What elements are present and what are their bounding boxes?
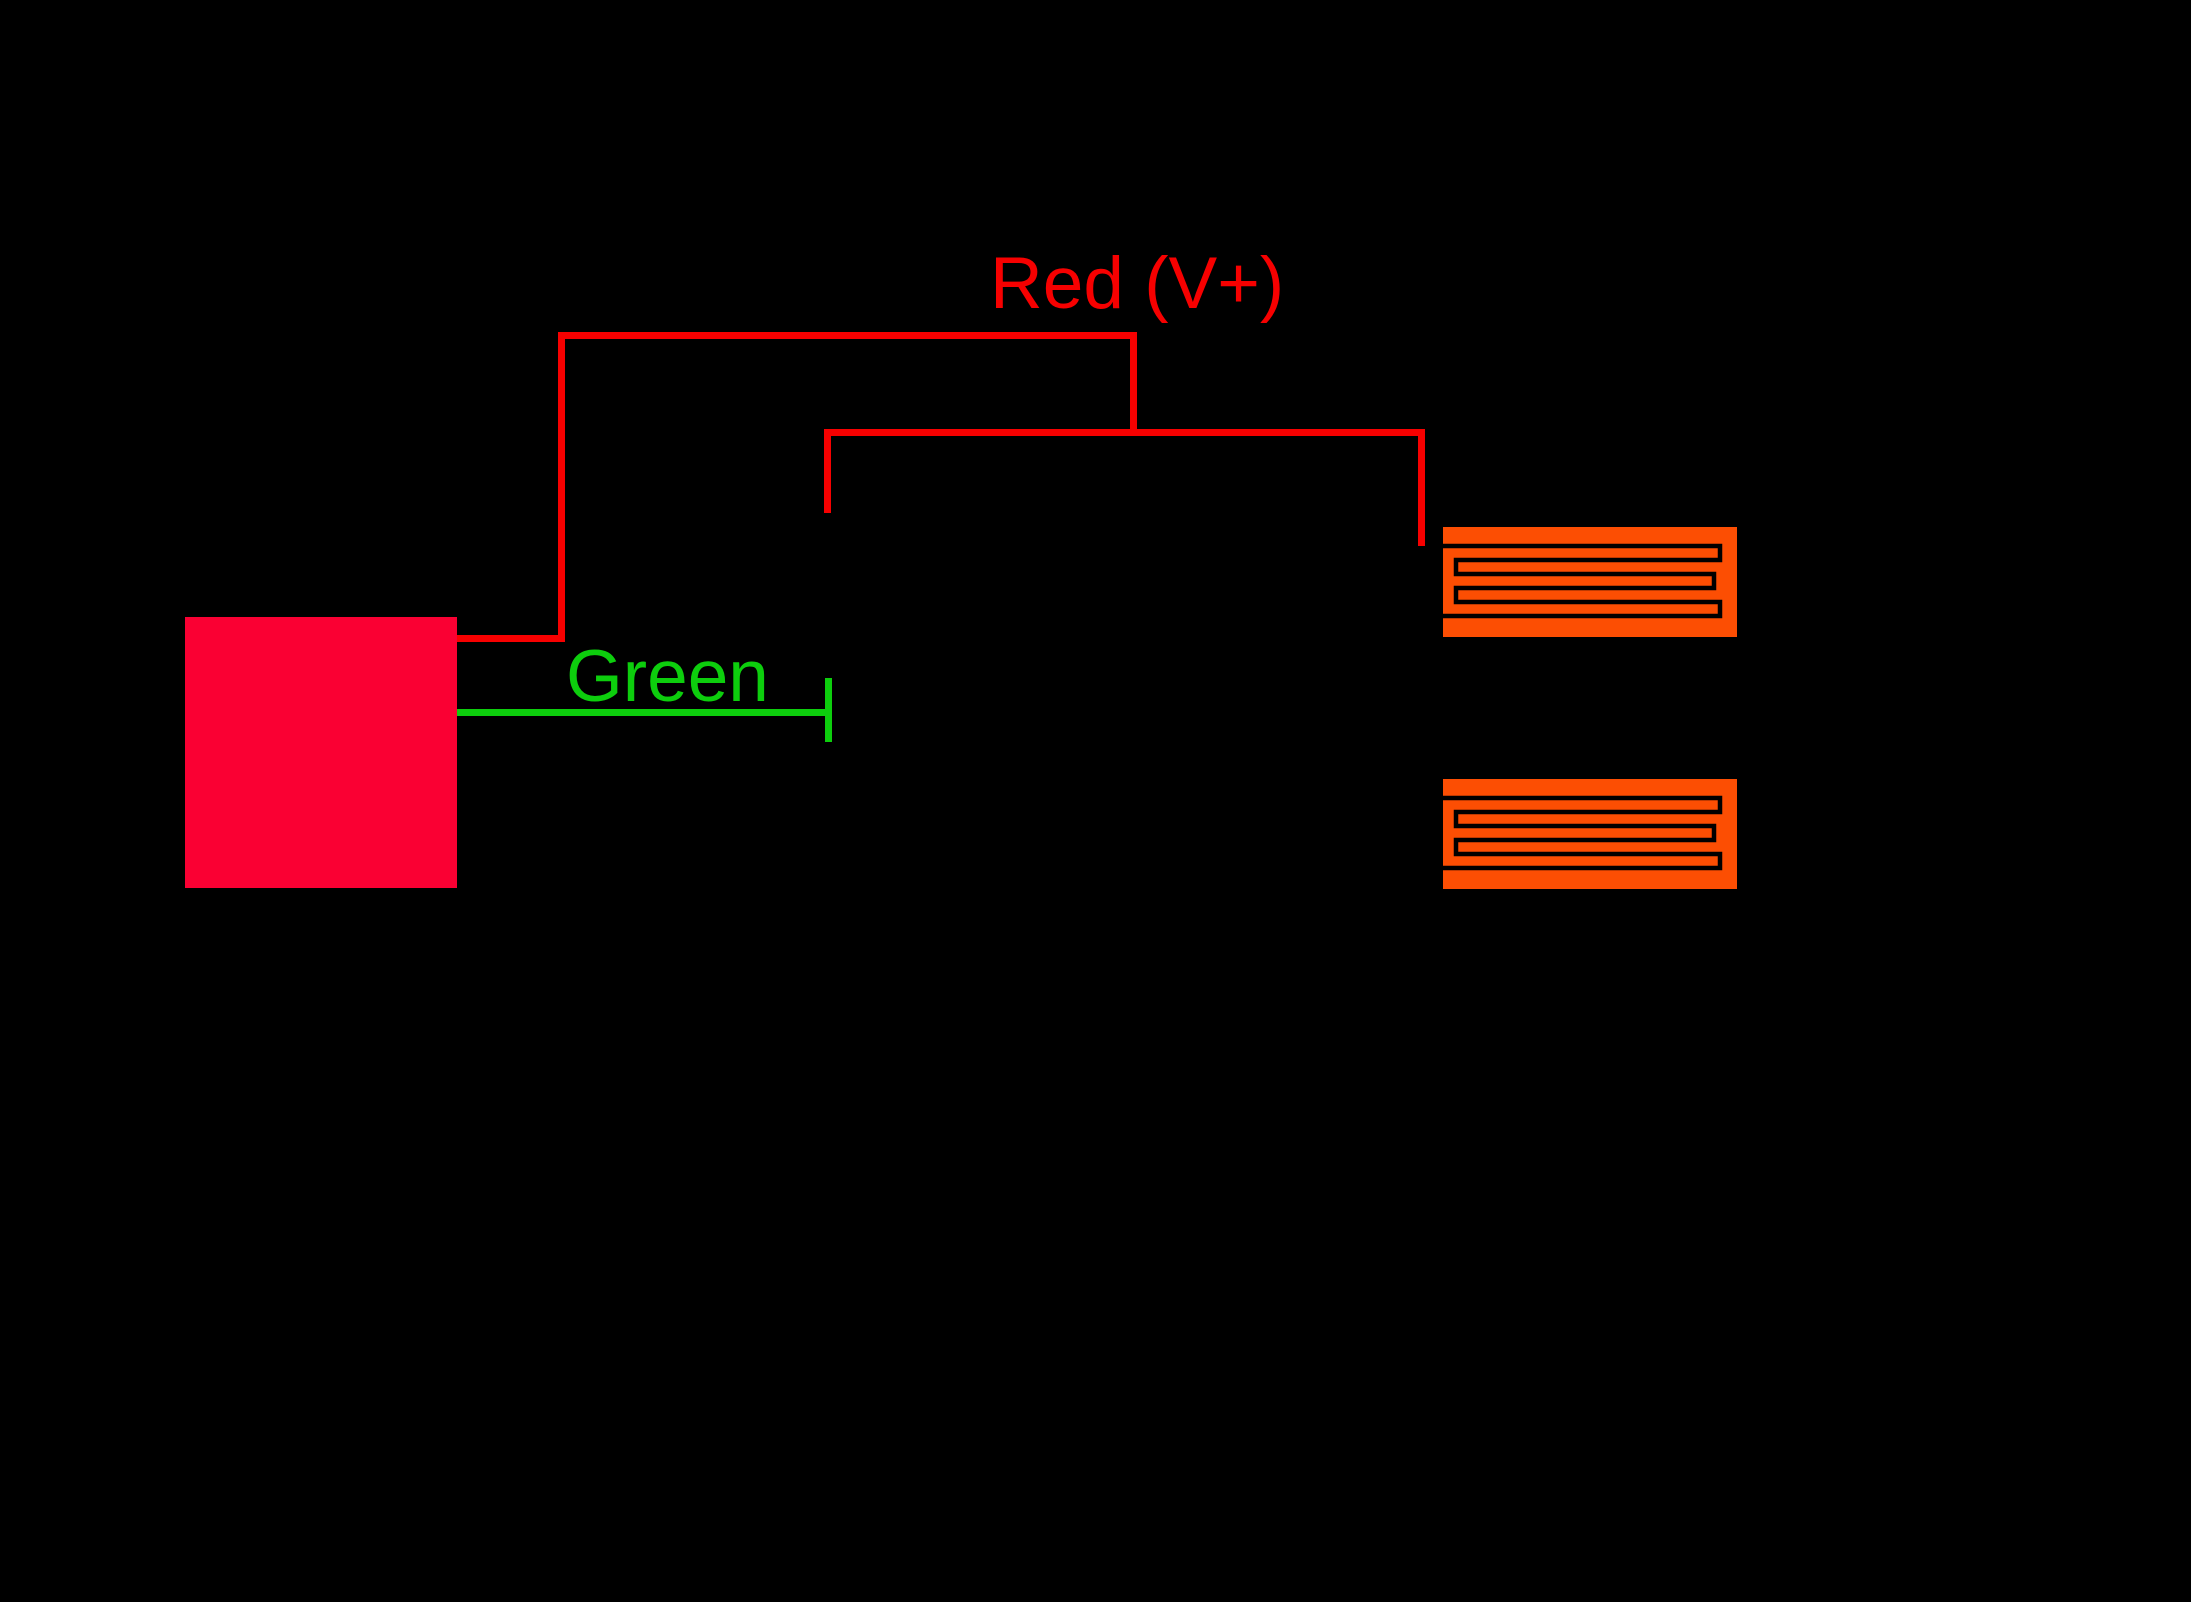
red-wire-segment-riser [558,332,565,642]
red-wire-segment-branch-run [824,429,1425,436]
component-square [185,617,457,888]
strain-gauge-icon [1443,527,1737,637]
gauge-body [1443,779,1737,889]
green-wire-segment [457,709,832,716]
red-wire-segment-to-gauge [1418,429,1425,546]
red-wire-segment-top-run [558,332,1137,339]
gauge-body [1443,527,1737,637]
red-wire-segment-branch-stub [824,429,831,513]
green-wire-label: Green [566,636,769,717]
green-wire-end-tick [825,678,832,742]
strain-gauge-1 [1443,527,1737,637]
red-wire-segment-from-square [457,635,565,642]
strain-gauge-icon [1443,779,1737,889]
red-wire-label: Red (V+) [990,243,1285,324]
gauge-grid-pattern [1443,543,1723,619]
gauge-grid-pattern [1443,795,1723,871]
red-wire-segment-drop [1130,332,1137,436]
strain-gauge-2 [1443,779,1737,889]
